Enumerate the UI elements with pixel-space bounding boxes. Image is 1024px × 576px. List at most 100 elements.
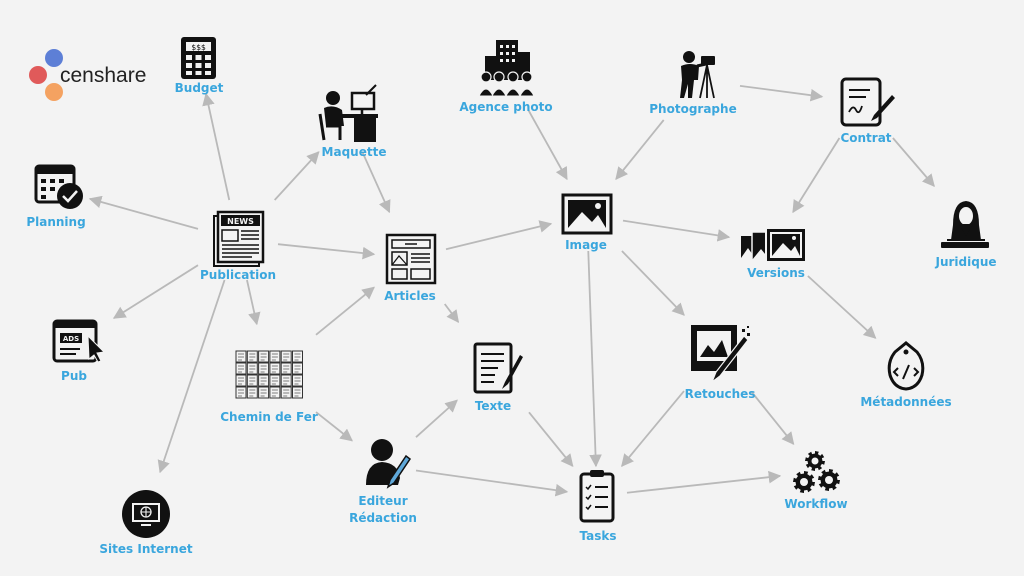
grid-page-lines (294, 365, 301, 373)
arrow-articles-to-image (445, 220, 553, 251)
code-tag-icon (887, 341, 925, 391)
grid-page (258, 386, 270, 399)
grid-page (235, 374, 247, 387)
image-retouch-icon (691, 325, 750, 384)
grid-page-lines (271, 389, 278, 397)
node-publication[interactable]: NEWS Publication (200, 210, 276, 282)
article-layout-icon (385, 233, 437, 285)
grid-page-lines (283, 389, 290, 397)
label-budget: Budget (175, 81, 224, 95)
grid-page (292, 386, 303, 399)
arrow-publication-to-maquette (274, 151, 320, 201)
grid-page (269, 362, 281, 375)
node-texte[interactable]: Texte (473, 342, 523, 413)
arrow-tasks-to-workflow (626, 470, 782, 494)
label-photographe: Photographe (649, 102, 736, 116)
arrow-image-to-retouches (621, 250, 685, 316)
svg-text:ADS: ADS (63, 335, 79, 343)
grid-page (246, 386, 258, 399)
label-workflow: Workflow (784, 497, 847, 511)
node-agence-photo[interactable]: Agence photo (459, 40, 553, 114)
node-photographe[interactable]: Photographe (649, 51, 737, 116)
arrow-versions-to-metadonnees (807, 275, 877, 339)
grid-page (235, 350, 247, 363)
node-pub[interactable]: ADS Pub (52, 319, 106, 383)
arrow-publication-to-chemin (246, 279, 261, 326)
node-maquette[interactable]: Maquette (318, 84, 387, 159)
node-chemin-de-fer[interactable]: Chemin de Fer (220, 350, 318, 424)
node-juridique[interactable]: Juridique (934, 201, 997, 269)
svg-text:$$$: $$$ (191, 43, 206, 52)
node-budget[interactable]: $$$ Budget (175, 37, 224, 95)
grid-page-lines (294, 389, 301, 397)
calendar-check-icon (34, 164, 83, 209)
grid-page (292, 350, 303, 363)
label-sites-internet: Sites Internet (99, 542, 192, 556)
image-stack-icon (741, 227, 807, 263)
label-redaction: Rédaction (349, 511, 417, 525)
node-retouches[interactable]: Retouches (685, 325, 756, 401)
node-metadonnees[interactable]: Métadonnées (860, 341, 952, 409)
grid-page-lines (271, 353, 278, 361)
arrow-chemin-to-editeur (315, 411, 353, 442)
justice-person-icon (941, 201, 989, 248)
arrow-contrat-to-juridique (892, 137, 935, 187)
node-tasks[interactable]: Tasks (579, 470, 617, 543)
node-image[interactable]: Image (561, 193, 613, 252)
logo-dot-red (29, 66, 47, 84)
grid-page-lines (260, 389, 267, 397)
node-editeur-redaction[interactable]: Editeur Rédaction (349, 439, 417, 525)
contract-sign-icon (840, 77, 895, 127)
arrow-retouches-to-workflow (751, 391, 795, 445)
logo-dot-blue (45, 49, 63, 67)
grid-page (280, 386, 292, 399)
label-contrat: Contrat (840, 131, 891, 145)
label-image: Image (565, 238, 607, 252)
arrow-publication-to-budget (202, 92, 231, 201)
arrow-texte-to-tasks (528, 411, 574, 467)
grid-page-lines (238, 389, 244, 397)
node-sites-internet[interactable]: Sites Internet (99, 490, 193, 556)
grid-page (246, 350, 258, 363)
logo-text: censhare (60, 64, 146, 87)
arrow-publication-to-articles (277, 243, 376, 260)
gear (793, 471, 815, 493)
grid-page (292, 374, 303, 387)
page-grid-icon (235, 350, 303, 399)
grid-page-lines (260, 365, 267, 373)
label-texte: Texte (475, 399, 511, 413)
node-versions[interactable]: Versions (741, 227, 807, 280)
node-articles[interactable]: Articles (384, 233, 437, 303)
editor-person-pen-icon (366, 439, 412, 489)
label-publication: Publication (200, 268, 276, 282)
label-articles: Articles (384, 289, 436, 303)
label-pub: Pub (61, 369, 87, 383)
node-planning[interactable]: Planning (26, 164, 86, 229)
arrow-publication-to-planning (88, 195, 199, 230)
grid-page-lines (249, 389, 256, 397)
node-workflow[interactable]: Workflow (784, 451, 848, 511)
image-icon (561, 193, 613, 235)
grid-page-lines (238, 377, 244, 385)
label-versions: Versions (747, 266, 805, 280)
label-juridique: Juridique (934, 255, 996, 269)
grid-page-lines (238, 353, 244, 361)
grid-page-lines (249, 353, 256, 361)
grid-page (235, 362, 247, 375)
node-contrat[interactable]: Contrat (840, 77, 895, 145)
arrow-articles-to-texte (443, 303, 460, 324)
gear (805, 451, 825, 471)
arrow-contrat-to-versions (792, 137, 841, 214)
label-maquette: Maquette (322, 145, 387, 159)
label-chemin-de-fer: Chemin de Fer (220, 410, 318, 424)
grid-page (258, 350, 270, 363)
label-editeur: Editeur (358, 494, 407, 508)
arrow-publication-to-pub (112, 264, 199, 319)
edges-layer (88, 84, 935, 497)
grid-page-lines (283, 377, 290, 385)
arrow-agence-to-image (527, 109, 568, 181)
arrow-publication-to-sites (157, 279, 226, 474)
grid-page-lines (271, 377, 278, 385)
globe-monitor-icon (122, 490, 170, 538)
arrow-photographe-to-image (615, 119, 665, 180)
